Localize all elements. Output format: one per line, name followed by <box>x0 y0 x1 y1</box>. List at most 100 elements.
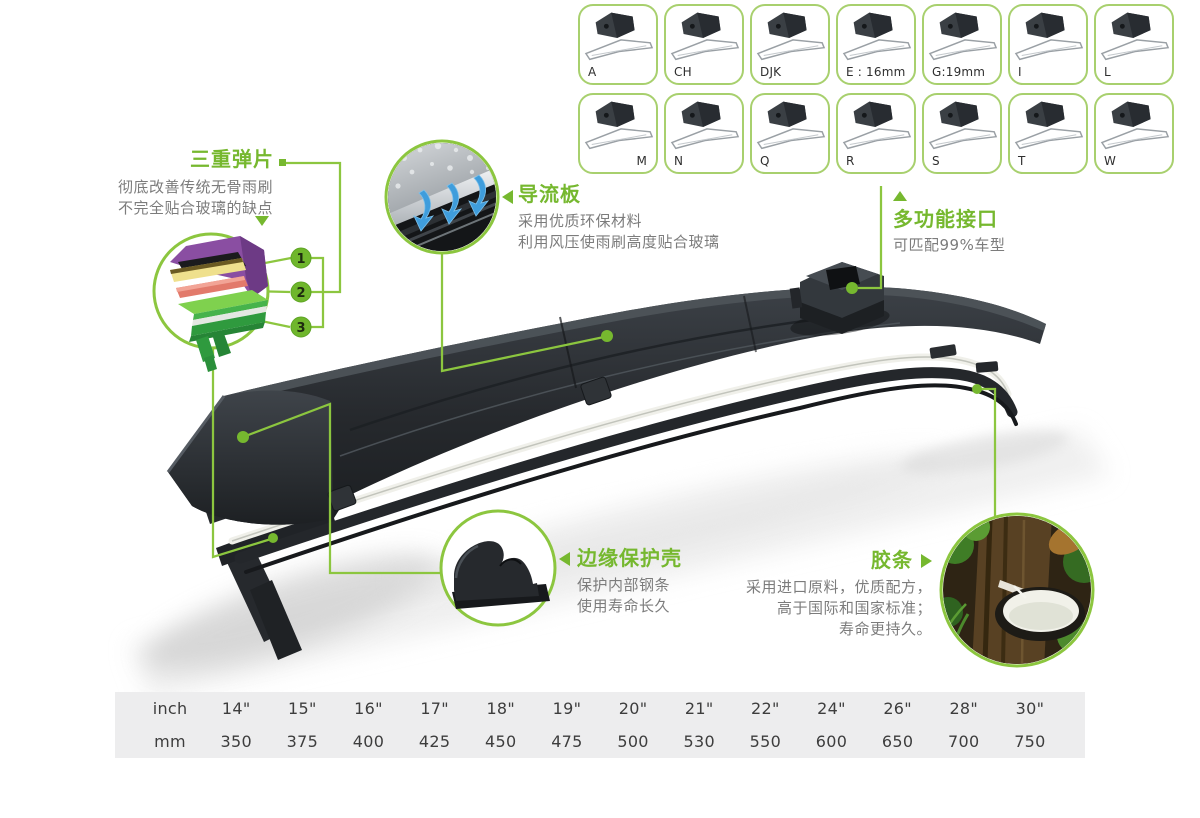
adapter-label: T <box>1018 154 1026 168</box>
cross-section-art <box>170 236 268 372</box>
connector-block <box>789 262 890 336</box>
shadow-left <box>144 554 440 670</box>
adapter-label: DJK <box>760 65 782 79</box>
triple-spring-desc: 彻底改善传统无骨雨刷 不完全贴合玻璃的缺点 <box>118 178 274 217</box>
spoiler-seam-1 <box>559 316 577 389</box>
adapter-label: Q <box>760 154 770 168</box>
adapter-glyph-icon <box>926 8 1000 64</box>
rubber-title: 胶条 <box>682 549 932 571</box>
edge-cap-title: 边缘保护壳 <box>577 546 682 570</box>
size-cell-mm: 350 <box>220 732 252 751</box>
adapter-label: E : 16mm <box>846 65 906 79</box>
marker-2: 2 <box>296 286 305 301</box>
shadow-tail <box>901 430 1069 474</box>
size-cell-mm: 475 <box>551 732 583 751</box>
adapter-cell-W: W <box>1094 93 1174 174</box>
adapter-cell-L: L <box>1094 4 1174 85</box>
size-row-header-mm: mm <box>154 732 186 751</box>
spoiler-title: 导流板 <box>518 182 581 206</box>
size-cell-mm: 500 <box>617 732 649 751</box>
adapter-cell-R: R <box>836 93 916 174</box>
up-pointer-icon <box>893 191 907 201</box>
right-pointer-icon <box>921 554 932 568</box>
left-pointer-icon <box>559 552 570 566</box>
triple-spring-bubble: 1 2 3 <box>152 232 312 372</box>
adapter-cell-T: T <box>1008 93 1088 174</box>
size-cell-inch: 19" <box>552 699 582 718</box>
wiper-arm-top-face <box>224 286 1046 404</box>
line-rubber <box>977 387 997 516</box>
multi-adapter-desc: 可匹配99%车型 <box>893 236 1006 254</box>
callout-spoiler: 导流板 采用优质环保材料 利用风压使雨刷高度贴合玻璃 <box>518 183 748 253</box>
size-cell-mm: 600 <box>815 732 848 751</box>
line-title-to-row2 <box>283 161 342 294</box>
multi-adapter-dot <box>846 282 858 294</box>
background-sweep <box>130 430 1110 700</box>
tail-tab-1 <box>929 344 957 359</box>
down-pointer-icon <box>255 216 269 226</box>
size-cell-mm: 650 <box>881 732 914 751</box>
size-cell-inch: 15" <box>288 699 317 718</box>
adapter-cell-CH: CH <box>664 4 744 85</box>
callout-rubber: 胶条 采用进口原料，优质配方， 高于国际和国家标准； 寿命更持久。 <box>682 549 932 640</box>
size-cell-inch: 30" <box>1015 699 1045 718</box>
adapter-glyph-icon <box>754 8 828 64</box>
adapter-glyph-icon <box>926 97 1000 153</box>
size-cell-inch: 17" <box>420 699 449 718</box>
adapter-label: N <box>674 154 684 168</box>
size-row-header-inch: inch <box>152 699 188 718</box>
callout-multi-adapter: 多功能接口 可匹配99%车型 <box>893 186 1113 256</box>
adapter-label: S <box>932 154 940 168</box>
size-cell-mm: 700 <box>948 732 980 751</box>
line-marker-bracket <box>311 256 325 329</box>
adapter-glyph-icon <box>1012 8 1086 64</box>
adapter-glyph-icon <box>582 8 656 64</box>
marker-1: 1 <box>296 252 305 267</box>
size-cell-inch: 20" <box>618 699 648 718</box>
end-cap-edge <box>166 395 226 473</box>
adapter-label: L <box>1104 65 1111 79</box>
adapter-glyph-icon <box>582 97 656 153</box>
multi-adapter-title: 多功能接口 <box>893 207 998 231</box>
edge-cap-dot <box>237 431 249 443</box>
adapter-glyph-icon <box>754 97 828 153</box>
edge-cap-desc: 保护内部钢条 使用寿命长久 <box>577 576 671 615</box>
callout-edge-cap: 边缘保护壳 保护内部钢条 使用寿命长久 <box>577 547 797 617</box>
size-cell-mm: 450 <box>485 732 517 751</box>
rubber-bubble <box>939 512 1095 668</box>
size-cell-inch: 26" <box>883 699 912 718</box>
spoiler-desc: 采用优质环保材料 利用风压使雨刷高度贴合玻璃 <box>518 212 720 251</box>
spoiler-bubble <box>384 139 500 255</box>
adapter-cell-I: I <box>1008 4 1088 85</box>
adapter-cell-N: N <box>664 93 744 174</box>
adapter-label: W <box>1104 154 1117 168</box>
spoiler-dot <box>601 330 613 342</box>
line-edge-cap <box>242 402 441 575</box>
end-cap-art <box>452 541 550 609</box>
airflow-arrows <box>413 174 490 232</box>
callout-triple-spring: 三重弹片 彻底改善传统无骨雨刷 不完全贴合玻璃的缺点 <box>118 148 278 219</box>
size-cell-inch: 22" <box>751 699 780 718</box>
adapter-cell-E16mm: E : 16mm <box>836 4 916 85</box>
size-cell-mm: 375 <box>286 732 319 751</box>
adapter-cell-M: M <box>578 93 658 174</box>
line-multi-adapter <box>858 186 883 290</box>
end-cap <box>168 390 334 525</box>
size-cell-inch: 21" <box>684 699 714 718</box>
adapter-glyph-icon <box>1012 97 1086 153</box>
size-cell-mm: 425 <box>418 732 451 751</box>
adapter-label: I <box>1018 65 1022 79</box>
rubber-desc: 采用进口原料，优质配方， 高于国际和国家标准； 寿命更持久。 <box>745 578 932 638</box>
tail-tab-2 <box>975 361 999 373</box>
size-cell-mm: 530 <box>683 732 715 751</box>
rubber-strip <box>234 367 1018 564</box>
strip-clip-1 <box>580 376 612 406</box>
adapter-glyph-icon <box>840 97 914 153</box>
adapter-glyph-icon <box>668 8 742 64</box>
marker-3: 3 <box>296 321 305 336</box>
adapter-glyph-icon <box>1098 97 1172 153</box>
adapter-label: M <box>636 154 647 168</box>
